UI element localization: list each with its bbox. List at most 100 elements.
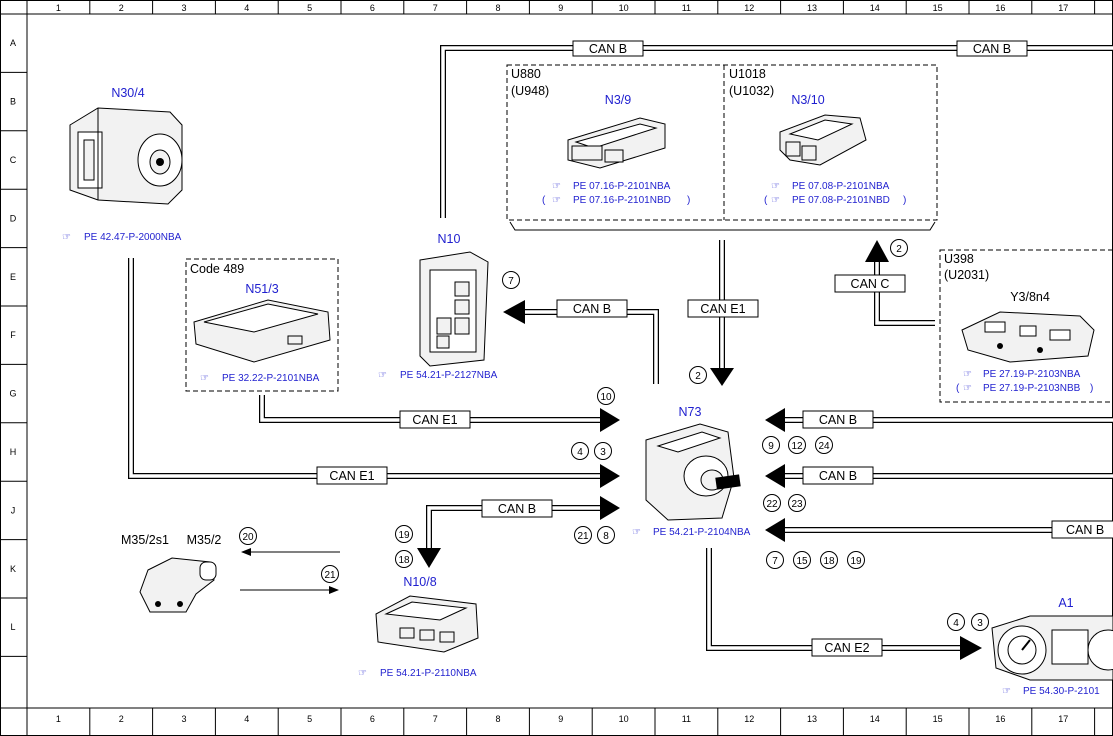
n10-ref: PE 54.21-P-2127NBA	[400, 370, 498, 381]
grid-row-label: H	[10, 447, 17, 457]
can-c-label: CAN C	[851, 277, 890, 291]
callout-19-n10-8: 19	[398, 530, 410, 541]
callout-3-a1: 3	[977, 618, 983, 629]
can-e1-label-n51: CAN E1	[412, 413, 457, 427]
n73-label: N73	[679, 405, 702, 419]
n10-8-illustration	[375, 595, 479, 653]
n3-10-ref1: PE 07.08-P-2101NBA	[792, 181, 890, 192]
grid-row-label: L	[10, 622, 15, 632]
n51-3-illustration	[193, 299, 331, 363]
n51-3-ref-icon: ☞	[200, 373, 209, 384]
grid-column-label: 11	[682, 714, 691, 724]
n3-9-code: U880	[511, 67, 541, 81]
grid-column-label: 2	[119, 714, 124, 724]
grid-column-label: 3	[181, 714, 186, 724]
a1-illustration	[991, 615, 1113, 681]
callout-10: 10	[600, 392, 612, 403]
callout-15: 15	[796, 556, 808, 567]
n30-4-label: N30/4	[111, 86, 144, 100]
grid-row-label: D	[10, 213, 17, 223]
signal-callouts: 7 2 2 10 4 3 21 8 9 12 24 22 23 7 15 18 …	[239, 239, 989, 631]
grid-row-label: B	[10, 97, 16, 107]
option-boxes	[185, 64, 1113, 403]
can-b-label-n10-8: CAN B	[498, 502, 536, 516]
n10-8-ref: PE 54.21-P-2110NBA	[380, 668, 477, 679]
component-m35: M35/2s1 M35/2	[121, 533, 221, 613]
grid-column-label: 9	[558, 3, 563, 13]
grid-column-label: 14	[870, 3, 880, 13]
n3-9-ref2: PE 07.16-P-2101NBD	[573, 195, 671, 206]
grid-column-label: 8	[495, 3, 500, 13]
grid-column-label: 15	[933, 714, 943, 724]
y3-8n4-ref1-icon: ☞	[963, 369, 972, 380]
callout-7-right: 7	[772, 556, 778, 567]
y3-8n4-illustration	[961, 311, 1095, 363]
n51-3-label: N51/3	[245, 282, 278, 296]
n3-10-illustration	[779, 114, 867, 166]
callout-8: 8	[603, 531, 609, 542]
component-n51-3: Code 489 N51/3 ☞ PE 32.22-P-2101NBA	[190, 262, 331, 384]
grid-row-label: C	[10, 155, 17, 165]
m35-signal-arrows	[240, 548, 340, 594]
grid-column-label: 5	[307, 714, 312, 724]
n10-8-label: N10/8	[403, 575, 436, 589]
n3-10-ref2-open: (	[764, 195, 768, 206]
can-e2-label: CAN E2	[824, 641, 869, 655]
m35-illustration	[139, 557, 217, 613]
grid-row-label: J	[11, 505, 16, 515]
can-b-label-right2: CAN B	[819, 469, 857, 483]
a1-ref: PE 54.30-P-2101	[1023, 686, 1100, 697]
n30-4-illustration	[69, 107, 183, 205]
n10-label: N10	[438, 232, 461, 246]
y3-8n4-label: Y3/8n4	[1010, 290, 1050, 304]
callout-23: 23	[791, 499, 803, 510]
component-a1: A1 ☞ PE 54.30-P-2101	[991, 596, 1113, 697]
grid-row-label: F	[10, 330, 16, 340]
n10-ref-icon: ☞	[378, 370, 387, 381]
n3-10-ref2: PE 07.08-P-2101NBD	[792, 195, 890, 206]
n10-8-ref-icon: ☞	[358, 668, 367, 679]
component-n3-10: U1018 (U1032) N3/10 ☞ PE 07.08-P-2101NBA…	[729, 67, 906, 206]
grid-column-label: 4	[244, 3, 249, 13]
component-n10-8: N10/8 ☞ PE 54.21-P-2110NBA	[358, 575, 479, 679]
n3-9-code-alt: (U948)	[511, 84, 549, 98]
can-b-label-right1: CAN B	[819, 413, 857, 427]
n3-10-ref2-icon: ☞	[771, 195, 780, 206]
n30-4-ref-icon: ☞	[62, 232, 71, 243]
component-y3-8n4: U398 (U2031) Y3/8n4 ☞ PE 27.19-P-2103NBA…	[944, 252, 1095, 394]
can-b-label-right3: CAN B	[1066, 523, 1104, 537]
n3-10-code: U1018	[729, 67, 766, 81]
a1-ref-icon: ☞	[1002, 686, 1011, 697]
callout-3-left: 3	[600, 447, 606, 458]
n3-9-illustration	[567, 117, 666, 169]
arrowheads	[417, 240, 982, 660]
component-n30-4: N30/4 ☞ PE 42.47-P-2000NBA	[62, 86, 183, 243]
grid-column-label: 10	[619, 714, 629, 724]
component-n3-9: U880 (U948) N3/9 ☞ PE 07.16-P-2101NBA ( …	[511, 67, 690, 206]
grid-column-label: 7	[433, 714, 438, 724]
grid-row-label: E	[10, 272, 16, 282]
callout-24: 24	[818, 441, 830, 452]
grid-column-label: 5	[307, 3, 312, 13]
grid-column-label: 1	[56, 3, 61, 13]
n73-ref-icon: ☞	[632, 527, 641, 538]
n51-3-code: Code 489	[190, 262, 244, 276]
can-b-label-top2: CAN B	[973, 42, 1011, 56]
a1-label: A1	[1058, 596, 1073, 610]
grid-column-label: 4	[244, 714, 249, 724]
n3-10-label: N3/10	[791, 93, 824, 107]
callout-9: 9	[768, 441, 774, 452]
grid-column-label: 9	[558, 714, 563, 724]
grid-column-label: 13	[807, 714, 817, 724]
callout-12: 12	[791, 441, 803, 452]
can-e1-label-ecu: CAN E1	[700, 302, 745, 316]
grid-column-label: 12	[744, 3, 754, 13]
n73-illustration	[645, 423, 741, 521]
n51-3-ref: PE 32.22-P-2101NBA	[222, 373, 320, 384]
m35-label1: M35/2s1	[121, 533, 169, 547]
y3-8n4-ref2-icon: ☞	[963, 383, 972, 394]
callout-4-left: 4	[577, 447, 583, 458]
grid-column-label: 16	[995, 714, 1005, 724]
n3-10-ref1-icon: ☞	[771, 181, 780, 192]
